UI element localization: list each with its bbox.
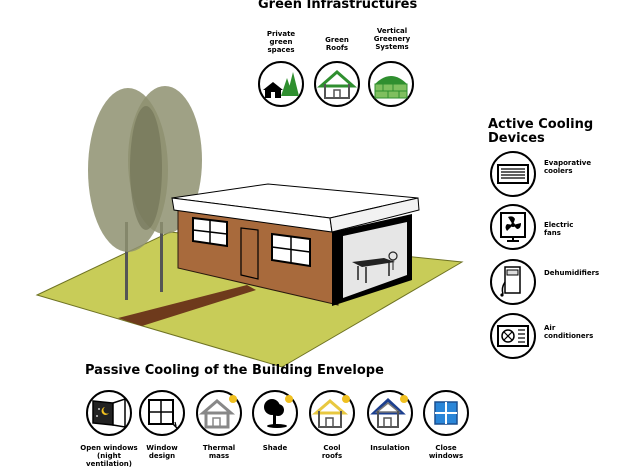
house [171,183,420,306]
dehumidifier-icon [490,259,536,305]
label-close-windows: Close windows [428,444,464,460]
green-roof-house-icon [314,61,360,107]
label-open-windows-night-ventilation: Open windows (night ventilation) [80,444,138,468]
window-icon [139,390,185,436]
green-infrastructures-title: Green Infrastructures [258,0,418,12]
insulated-house-icon [367,390,413,436]
label-window-design: Window design [146,444,178,460]
label-private-green-spaces: Private green spaces [266,30,296,54]
label-cool-roofs: Cool roofs [321,444,343,460]
trees [88,86,202,300]
label-insulation: Insulation [370,444,410,452]
active-cooling-devices-title: Active Cooling Devices [488,117,594,146]
label-dehumidifiers: Dehumidifiers [544,269,600,277]
label-shade: Shade [262,444,288,452]
label-green-roofs: Green Roofs [325,36,349,52]
label-vertical-greenery-systems: Vertical Greenery Systems [373,27,411,51]
night-window-icon [86,390,132,436]
thermal-mass-house-icon [196,390,242,436]
passive-cooling-title: Passive Cooling of the Building Envelope [85,363,384,378]
house-with-trees-icon [258,61,304,107]
garden-path [118,285,256,326]
evaporative-cooler-icon [490,151,536,197]
shade-tree-icon [252,390,298,436]
label-electric-fans: Electric fans [544,221,574,237]
label-evaporative-coolers: Evaporative coolers [544,159,592,175]
closed-window-icon [423,390,469,436]
electric-fan-icon [490,204,536,250]
green-wall-icon [368,61,414,107]
cool-roof-house-icon [309,390,355,436]
label-thermal-mass: Thermal mass [202,444,236,460]
air-conditioner-icon [490,313,536,359]
label-air-conditioners: Air conditioners [544,324,594,340]
